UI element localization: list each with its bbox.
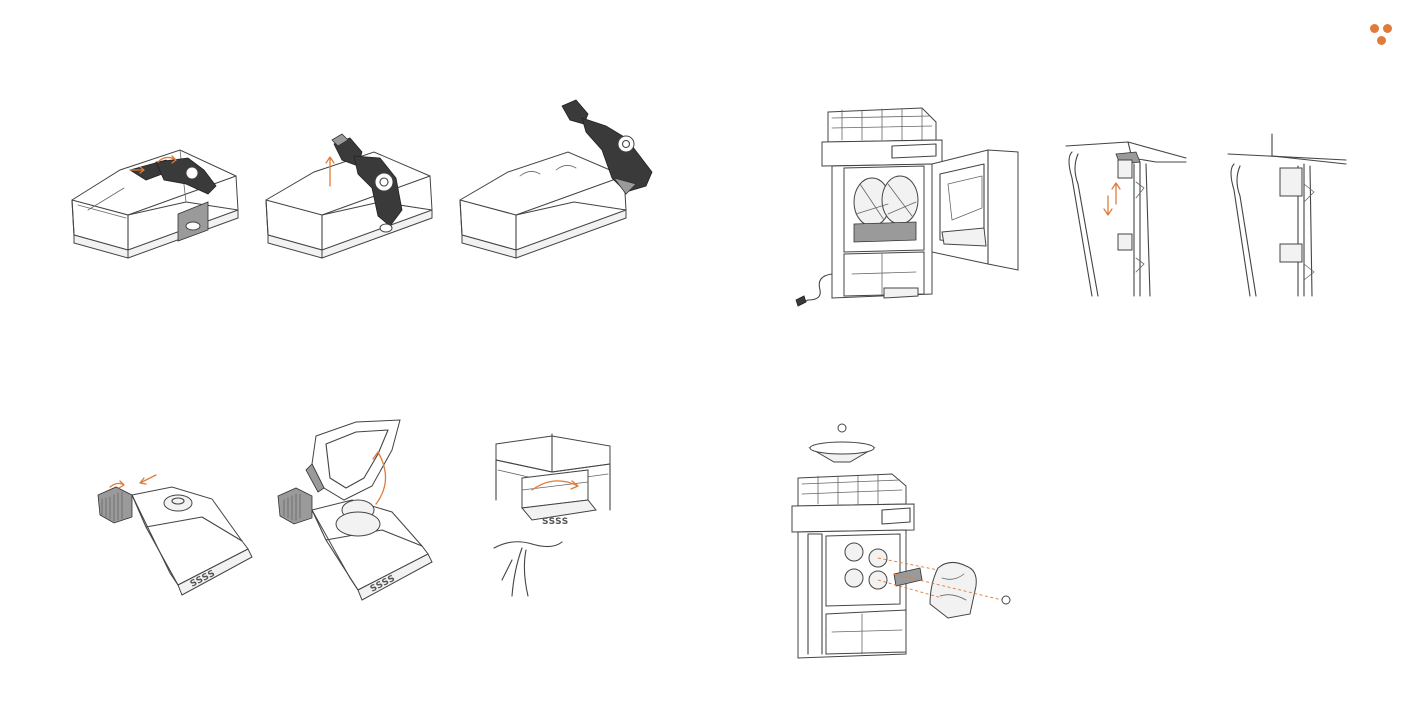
figure-nozzle-slide: SSSS [92,465,252,600]
figure-lift-arm-step-2 [262,130,438,265]
logo-dot-left [1370,24,1379,33]
brand-logo-icon [1368,22,1396,48]
figure-hinge-lift [1066,138,1188,298]
figure-lift-arm-step-1 [68,140,244,265]
figure-juicer-door-open [792,104,1024,314]
figure-juicer-exploded [782,418,1022,666]
logo-dot-bottom [1377,36,1386,45]
figure-tray-rotate: SSSS [492,430,612,600]
tray-stamp: SSSS [542,517,569,527]
figure-hinge-seated [1228,134,1348,298]
figure-lift-arm-step-3 [456,98,666,266]
logo-dot-right [1383,24,1392,33]
figure-lid-open: SSSS [272,414,434,604]
